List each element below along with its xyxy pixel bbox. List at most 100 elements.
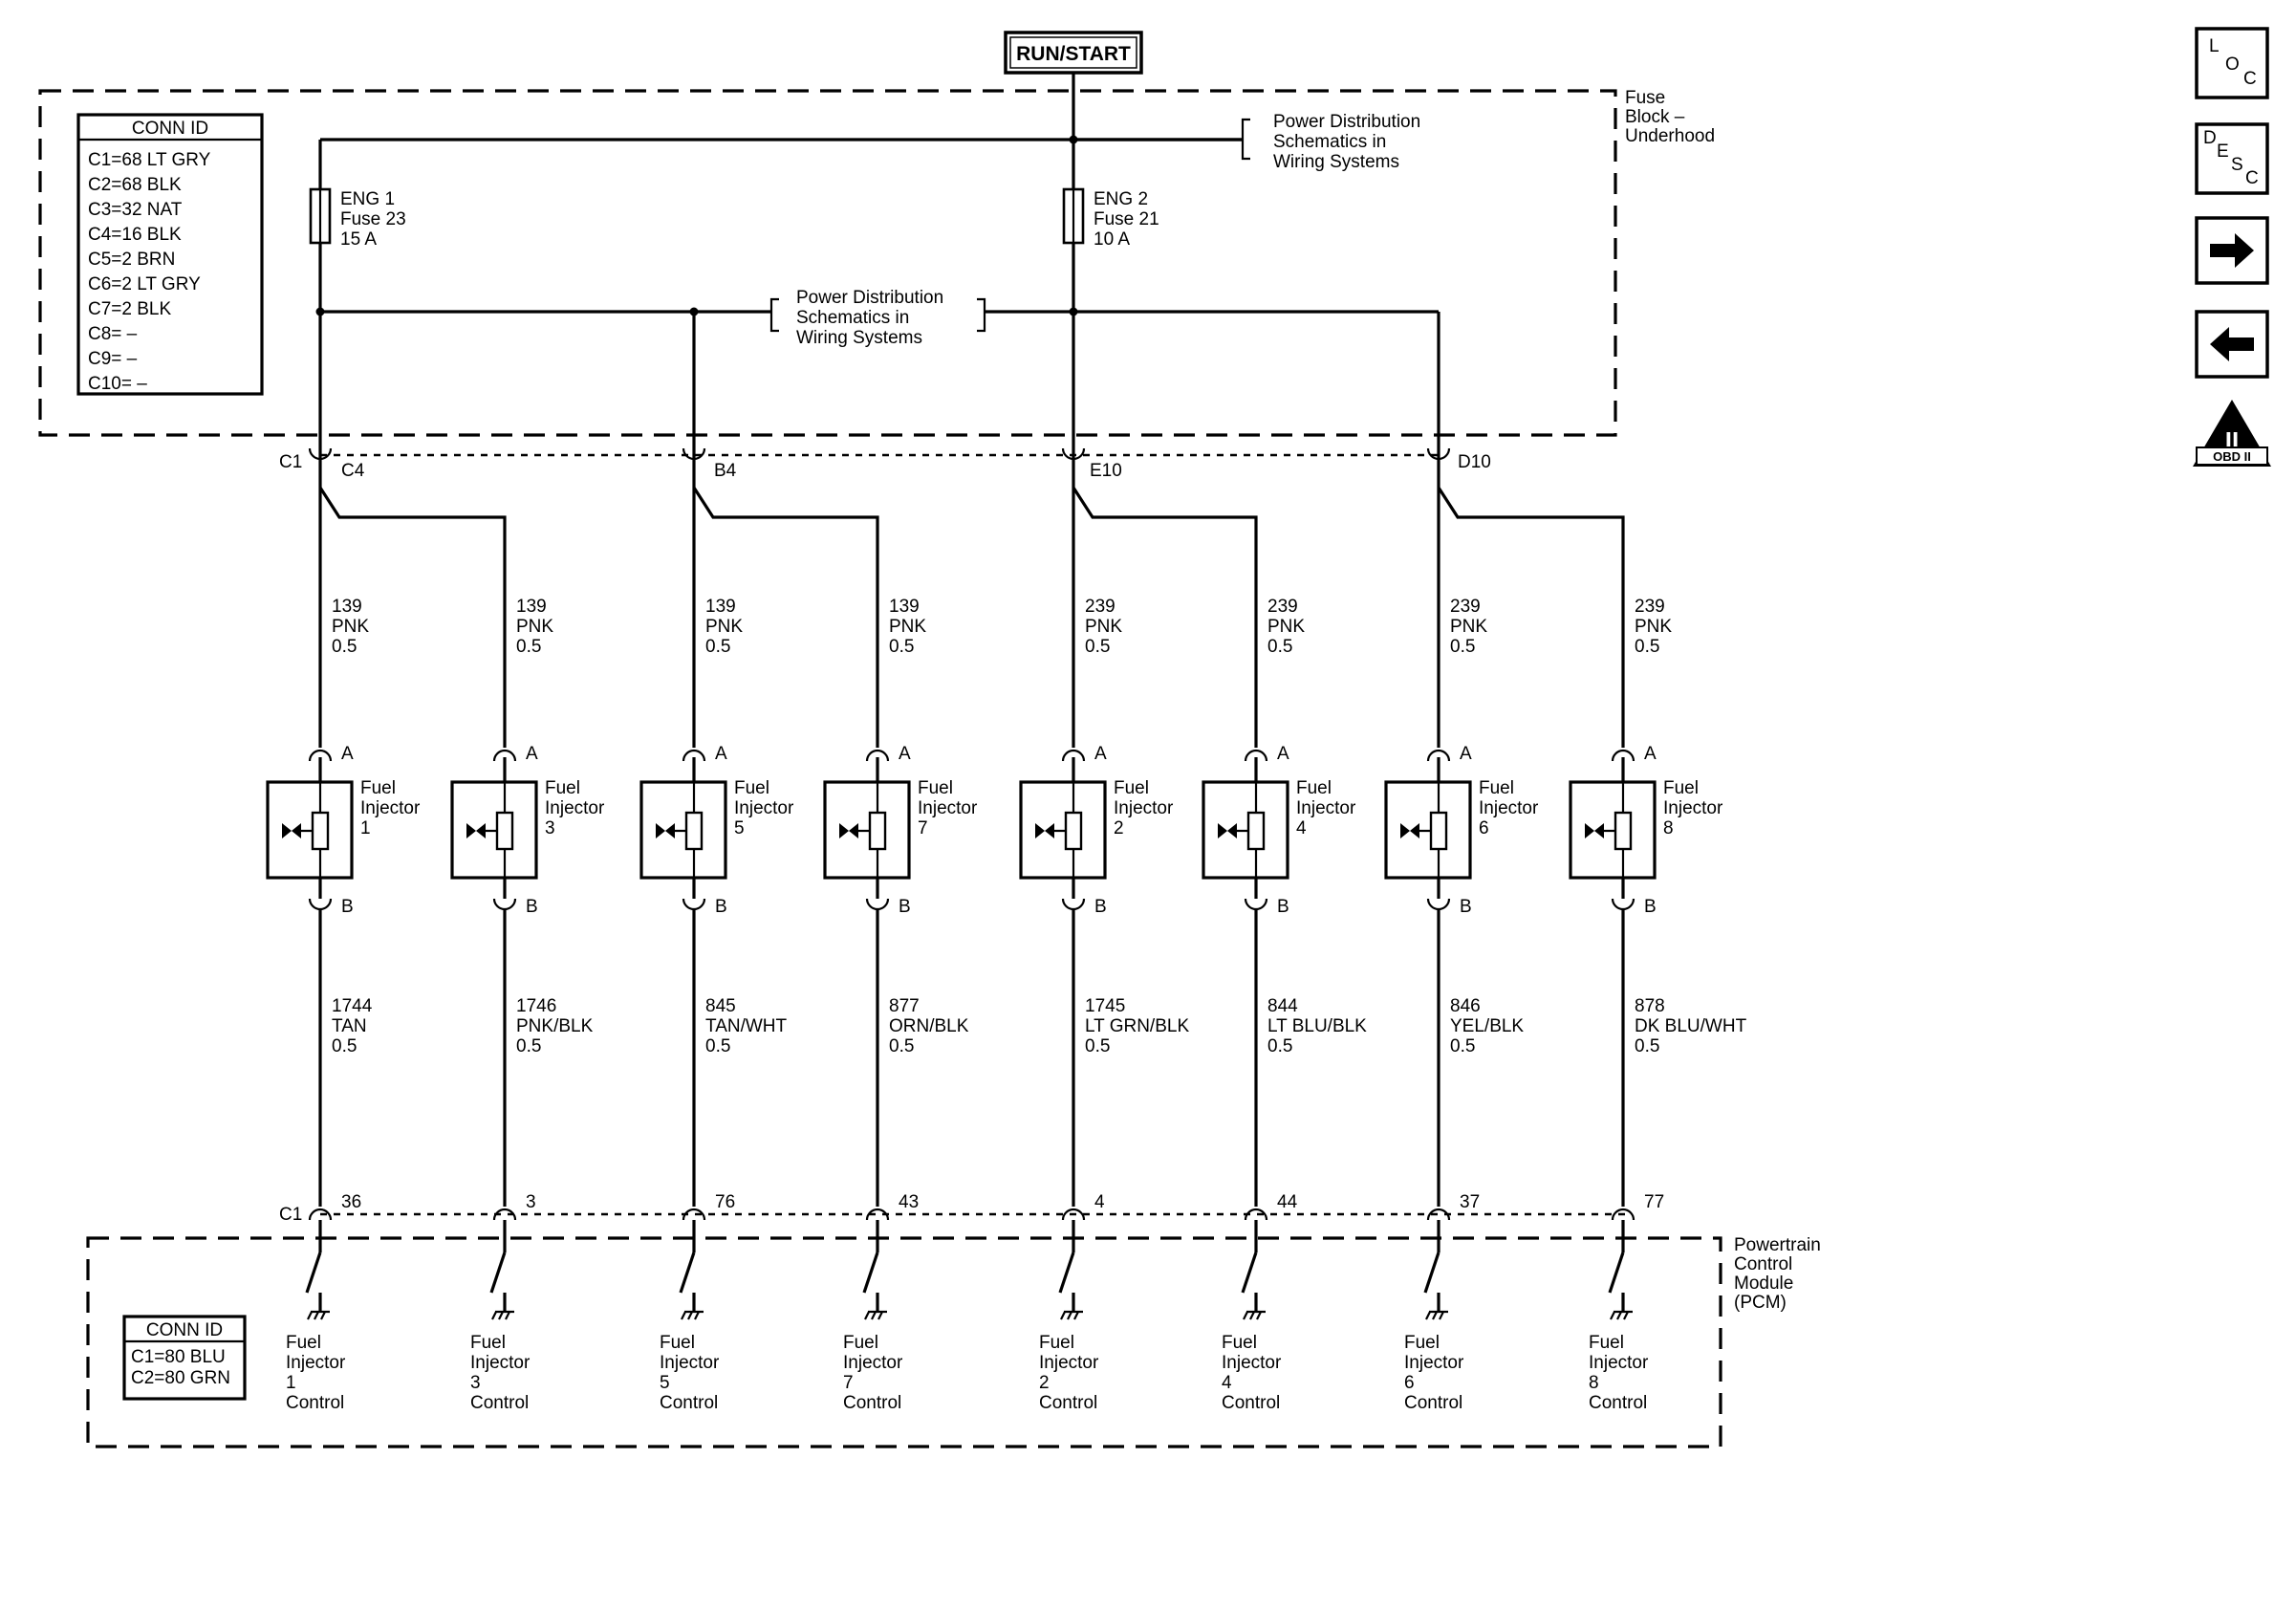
pin-b-label: B [1277, 897, 1289, 917]
conn-id-item: C4=16 BLK [88, 225, 182, 245]
power-distribution-ref-top: Power Distribution Schematics in Wiring … [1273, 112, 1420, 172]
obd-ii-button[interactable]: II OBD II [2193, 400, 2271, 467]
wire-circuit-number: 1746 [516, 996, 556, 1016]
svg-text:Block –: Block – [1625, 107, 1685, 127]
wire-color: PNK [1267, 617, 1305, 637]
svg-text:C2=80 GRN: C2=80 GRN [131, 1368, 230, 1388]
location-button[interactable]: L O C [2195, 27, 2269, 99]
wire-gauge: 0.5 [1635, 1036, 1659, 1056]
wire-circuit-number: 139 [516, 597, 547, 617]
control-label: Injector [286, 1353, 346, 1373]
control-label: 8 [1589, 1373, 1599, 1393]
injector-column-3: 139PNK0.5AFuelInjector3B1746PNK/BLK0.53F… [318, 487, 605, 1413]
description-button[interactable]: D E S C [2195, 122, 2269, 195]
pcm-pin-number: 3 [526, 1192, 536, 1212]
pcm-pin-number: 44 [1277, 1192, 1298, 1212]
wire-gauge: 0.5 [1267, 637, 1292, 657]
svg-text:Underhood: Underhood [1625, 126, 1715, 146]
control-label: 1 [286, 1373, 296, 1393]
wire-color: TAN/WHT [705, 1016, 788, 1036]
wire-gauge: 0.5 [1085, 1036, 1110, 1056]
pin-b-label: B [526, 897, 538, 917]
wire-gauge: 0.5 [705, 637, 730, 657]
svg-text:ENG 2: ENG 2 [1094, 189, 1148, 209]
pin-a-label: A [1460, 744, 1472, 764]
injector-label: Injector [360, 798, 421, 818]
wire-circuit-number: 877 [889, 996, 920, 1016]
injector-label: Fuel [734, 778, 769, 798]
fuse-1-label: ENG 1 Fuse 23 15 A [340, 189, 406, 250]
injector-column-7: 139PNK0.5AFuelInjector7B877ORN/BLK0.543F… [692, 487, 978, 1413]
svg-text:Powertrain: Powertrain [1734, 1235, 1821, 1255]
injector-column-6: 239PNK0.5AFuelInjector6B846YEL/BLK0.537F… [1384, 435, 1539, 1413]
wire-gauge: 0.5 [889, 637, 914, 657]
pcm-pin-number: 76 [715, 1192, 735, 1212]
injector-label: Fuel [1296, 778, 1332, 798]
control-label: Control [286, 1393, 344, 1413]
wire-color: TAN [332, 1016, 367, 1036]
svg-text:Power Distribution: Power Distribution [1273, 112, 1420, 132]
pin-b-label: B [1644, 897, 1657, 917]
svg-text:Schematics in: Schematics in [796, 308, 909, 328]
next-page-button[interactable] [2195, 216, 2269, 285]
injector-label: Injector [734, 798, 794, 818]
control-label: Injector [660, 1353, 720, 1373]
wire-color: PNK/BLK [516, 1016, 594, 1036]
conn-id-box-bottom: CONN ID C1=80 BLU C2=80 GRN [122, 1315, 247, 1401]
svg-text:ENG 1: ENG 1 [340, 189, 395, 209]
wire-circuit-number: 1744 [332, 996, 373, 1016]
svg-text:D10: D10 [1458, 452, 1491, 472]
wire-circuit-number: 239 [1267, 597, 1298, 617]
injector-column-5: 139PNK0.5AFuelInjector5B845TAN/WHT0.576F… [639, 435, 794, 1413]
fuse-2-label: ENG 2 Fuse 21 10 A [1094, 189, 1159, 250]
injector-label: Injector [545, 798, 605, 818]
svg-text:D: D [2203, 128, 2217, 148]
ground-icon [1060, 1293, 1083, 1320]
control-label: Fuel [286, 1333, 321, 1353]
wire-color: YEL/BLK [1450, 1016, 1524, 1036]
wire-circuit-number: 239 [1450, 597, 1481, 617]
previous-page-button[interactable] [2195, 310, 2269, 379]
wire-gauge: 0.5 [332, 637, 357, 657]
ground-icon [681, 1293, 704, 1320]
svg-text:Control: Control [1734, 1254, 1792, 1274]
control-label: Fuel [1039, 1333, 1074, 1353]
pin-a-label: A [1094, 744, 1107, 764]
injector-number: 7 [918, 818, 928, 838]
control-label: 7 [843, 1373, 854, 1393]
pin-b-label: B [715, 897, 727, 917]
wire-color: PNK [889, 617, 926, 637]
pin-b-label: B [341, 897, 354, 917]
fuse-block-outline [38, 89, 1617, 437]
svg-text:Module: Module [1734, 1274, 1793, 1294]
wire-color: LT BLU/BLK [1267, 1016, 1367, 1036]
conn-id-item: C5=2 BRN [88, 250, 175, 270]
wire-gauge: 0.5 [705, 1036, 730, 1056]
svg-text:Schematics in: Schematics in [1273, 132, 1386, 152]
svg-text:L: L [2209, 36, 2220, 56]
svg-text:15 A: 15 A [340, 229, 377, 250]
wire-color: PNK [705, 617, 743, 637]
wire-circuit-number: 845 [705, 996, 736, 1016]
conn-id-item: C3=32 NAT [88, 200, 183, 220]
svg-text:Fuse: Fuse [1625, 88, 1665, 108]
wire-color: PNK [1450, 617, 1487, 637]
conn-id-item: C2=68 BLK [88, 175, 182, 195]
pin-a-label: A [526, 744, 538, 764]
ground-icon [1425, 1293, 1448, 1320]
run-start-text: RUN/START [1016, 43, 1131, 65]
pin-a-label: A [1277, 744, 1289, 764]
pin-a-label: A [899, 744, 911, 764]
svg-text:E10: E10 [1090, 461, 1122, 481]
ground-icon [491, 1293, 514, 1320]
pcm-connector-id: C1 [279, 1205, 302, 1225]
injector-number: 1 [360, 818, 371, 838]
fuel-injector-icon [639, 780, 727, 880]
wire-color: PNK [1085, 617, 1122, 637]
control-label: Fuel [1404, 1333, 1440, 1353]
conn-id-item: C10= – [88, 374, 147, 394]
fuel-injector-icon [450, 780, 538, 880]
